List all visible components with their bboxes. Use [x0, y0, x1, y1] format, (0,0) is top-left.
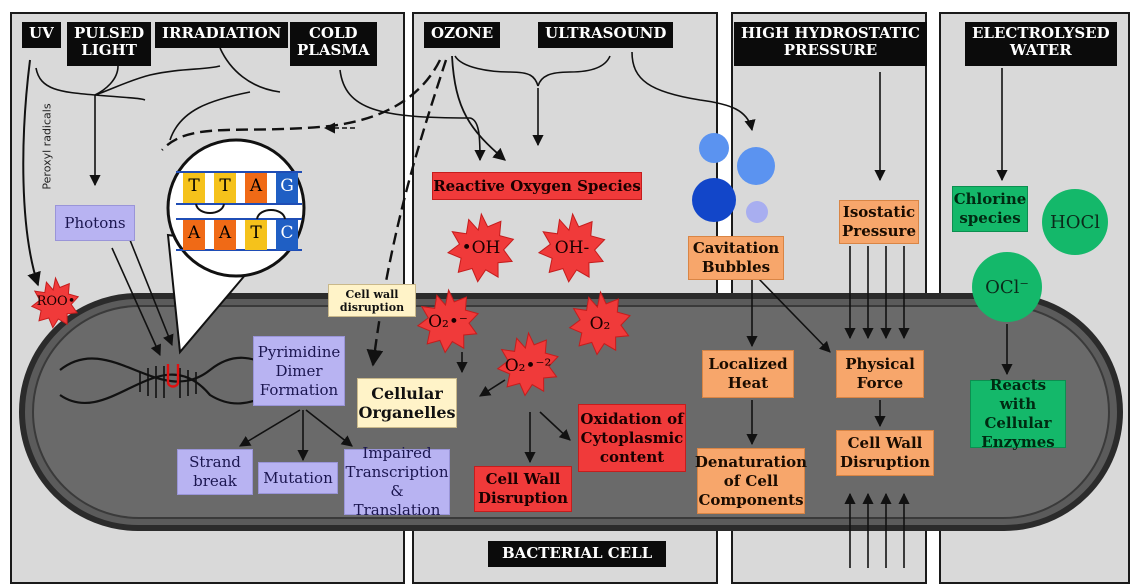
star-roo: [30, 276, 80, 329]
oh-minus-label: OH-: [554, 238, 590, 258]
base-top-3: A: [249, 176, 263, 196]
hocl-circle: [1042, 189, 1108, 255]
star-o2: [568, 290, 631, 356]
base-top-4: G: [280, 176, 294, 196]
bubble-2: [737, 147, 775, 185]
label-ozone: OZONE: [424, 22, 501, 48]
pyrimidine-dimer-box: Pyrimidine Dimer Formation: [253, 336, 345, 406]
reacts-enzymes-box: Reacts with Cellular Enzymes: [970, 376, 1066, 451]
label-bacterial-cell: BACTERIAL CELL: [488, 541, 667, 567]
ocl-circle: [972, 252, 1042, 322]
label-uv: UV: [22, 22, 61, 48]
localized-heat-box: Localized Heat: [702, 350, 794, 398]
label-high-pressure: HIGH HYDROSTATIC PRESSURE: [734, 22, 927, 66]
hocl-label: HOCl: [1050, 212, 1100, 233]
star-oh-minus: [537, 212, 606, 283]
peroxyl-radicals-label: Peroxyl radicals: [40, 103, 54, 190]
chlorine-species-box: Chlorine species: [952, 186, 1028, 232]
base-top-2: T: [219, 176, 231, 196]
dna-magnifier: [166, 138, 306, 278]
cellular-organelles-box: Cellular Organelles: [357, 378, 457, 428]
ocl-label: OCl⁻: [985, 277, 1029, 298]
label-cold-plasma: COLD PLASMA: [290, 22, 377, 66]
cell-wall-disruption-red: Cell Wall Disruption: [474, 466, 572, 512]
photons-box: Photons: [55, 205, 135, 241]
roo-label: ROO•: [36, 294, 76, 309]
base-bottom-1: A: [187, 223, 201, 243]
base-bottom-2: A: [218, 223, 232, 243]
ros-box: Reactive Oxygen Species: [432, 172, 642, 200]
strand-break-box: Strand break: [177, 449, 253, 495]
bubble-1: [699, 133, 729, 163]
o2-label: O₂: [589, 314, 611, 334]
bubble-4: [746, 201, 768, 223]
star-o2-radical: [416, 288, 480, 354]
cell-wall-disruption-small: Cell wall disruption: [328, 284, 416, 317]
star-o2-2: [496, 331, 559, 397]
oh-radical-label: •OH: [461, 238, 501, 258]
label-pulsed-light: PULSED LIGHT: [67, 22, 152, 66]
label-ultrasound: ULTRASOUND: [538, 22, 674, 48]
cell-wall-disruption-orange: Cell Wall Disruption: [836, 430, 934, 476]
star-oh-radical: [447, 212, 515, 283]
impaired-box: Impaired Transcription & Translation: [344, 444, 450, 519]
base-bottom-4: C: [280, 223, 294, 243]
bubble-3: [692, 178, 736, 222]
label-electrolysed-water: ELECTROLYSED WATER: [965, 22, 1117, 66]
oxidation-box: Oxidation of Cytoplasmic content: [578, 404, 686, 472]
label-irradiation: IRRADIATION: [155, 22, 289, 48]
cavitation-bubbles-box: Cavitation Bubbles: [688, 236, 784, 280]
isostatic-pressure-box: Isostatic Pressure: [839, 200, 919, 244]
o2-2-label: O₂•⁻²: [504, 356, 552, 376]
denaturation-box: Denaturation of Cell Components: [695, 448, 807, 514]
base-bottom-3: T: [250, 223, 262, 243]
base-top-1: T: [188, 176, 200, 196]
physical-force-box: Physical Force: [836, 350, 924, 398]
o2-radical-label: O₂•⁻: [428, 312, 468, 332]
mutation-box: Mutation: [258, 462, 338, 494]
